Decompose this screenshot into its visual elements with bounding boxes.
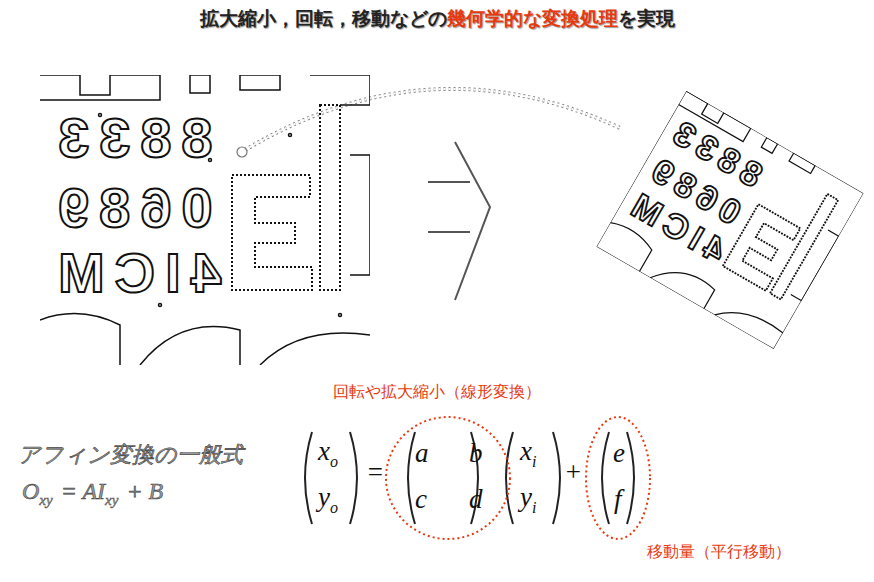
formula-symbol: + B — [126, 478, 163, 505]
dotted-ellipse — [585, 416, 651, 540]
title-highlight: 幾何学的な変換処理 — [447, 6, 618, 32]
title: 拡大縮小，回転，移動などの幾何学的な変換処理を実現 — [0, 6, 874, 32]
matrix-entry: c — [415, 484, 427, 515]
equals-sign: = — [366, 457, 384, 488]
vector-entry: f — [614, 484, 622, 515]
dotted-ellipse — [385, 416, 511, 540]
formula-symbol: = AI — [61, 478, 105, 505]
matrix-entry: d — [469, 484, 483, 515]
arrow-head — [455, 142, 490, 300]
vector-entry: yi — [520, 482, 536, 513]
translation-ellipse: ef移動量（平行移動） — [585, 416, 651, 540]
vector-symbol: x — [318, 436, 330, 467]
mirrored-characters: 4ICM — [48, 245, 222, 301]
formula-symbol: O — [22, 478, 39, 505]
linear-matrix-ellipse: 回転や拡大縮小（線形変換）abcd — [385, 416, 511, 540]
formula: Oxy= AIxy+ B — [22, 478, 163, 505]
vector-symbol: y — [520, 482, 532, 513]
vector-subscript: o — [330, 499, 338, 517]
transformed-image: 883306894ICM — [596, 91, 863, 349]
matrix-entry: a — [415, 438, 429, 469]
paren — [305, 432, 312, 524]
vector-entry: xi — [520, 436, 536, 467]
vector-subscript: i — [532, 499, 536, 517]
title-text: 拡大縮小，回転，移動などの — [200, 6, 447, 32]
plus-sign: + — [564, 457, 582, 488]
matrix-entry: b — [469, 438, 483, 469]
title-text: を実現 — [618, 6, 675, 32]
formula-subscript: xy — [39, 492, 52, 509]
vector-subscript: o — [330, 453, 338, 471]
vector-symbol: y — [318, 482, 330, 513]
callout-label: 回転や拡大縮小（線形変換） — [333, 382, 541, 403]
vector-entry: xo — [318, 436, 338, 467]
vector-subscript: i — [532, 453, 536, 471]
mirrored-characters: 0689 — [48, 180, 213, 236]
edge-image: 8833 0689 4ICM — [40, 75, 370, 365]
plus-sign: + — [564, 457, 582, 488]
dotted-curve — [245, 89, 620, 150]
vector-symbol: x — [520, 436, 532, 467]
formula-heading: アフィン変換の一般式 — [18, 440, 243, 470]
arrow-line — [428, 181, 470, 183]
callout-label: 移動量（平行移動） — [647, 542, 791, 563]
formula-subscript: xy — [105, 492, 118, 509]
mirrored-characters: 8833 — [48, 110, 213, 166]
vector-entry: e — [613, 438, 625, 469]
equals-sign: = — [366, 457, 384, 488]
vector-entry: yo — [318, 482, 338, 513]
formula-heading: アフィン変換の一般式 — [18, 440, 243, 470]
